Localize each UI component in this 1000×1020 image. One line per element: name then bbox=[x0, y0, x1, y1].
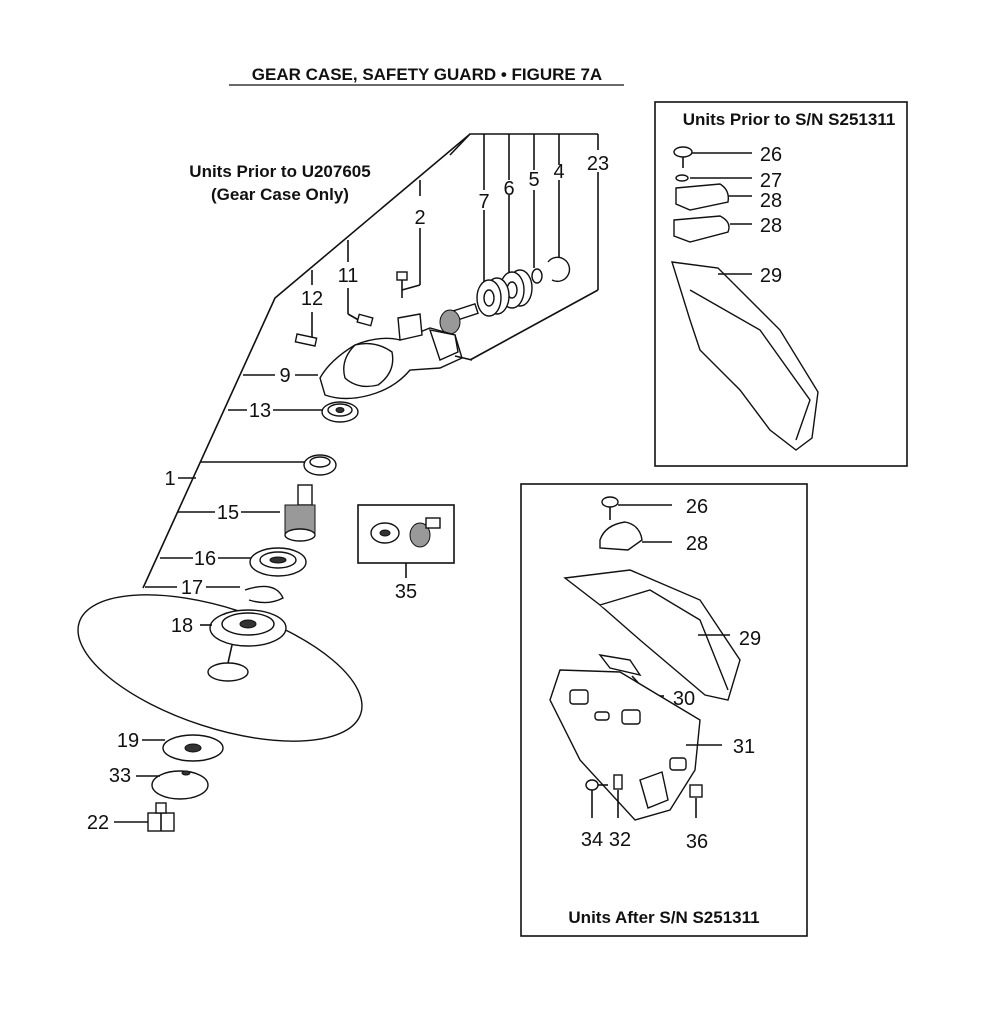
label-35: 35 bbox=[395, 581, 417, 603]
bearing-16 bbox=[249, 547, 307, 577]
washer-5 bbox=[531, 268, 543, 284]
label-1: 1 bbox=[164, 468, 175, 490]
label-7: 7 bbox=[478, 191, 489, 213]
label-22: 22 bbox=[87, 812, 109, 834]
inset-prior: Units Prior to S/N S251311 26 27 28 28 2… bbox=[654, 101, 908, 467]
kit-35: 35 bbox=[357, 504, 455, 603]
pinion-gear bbox=[439, 302, 479, 335]
label-33: 33 bbox=[109, 765, 131, 787]
label-after-36: 36 bbox=[686, 831, 708, 853]
label-after-32: 32 bbox=[609, 829, 631, 851]
inset-after-title: Units After S/N S251311 bbox=[568, 908, 759, 927]
output-shaft-15 bbox=[284, 484, 316, 542]
seal-1 bbox=[303, 454, 337, 476]
label-9: 9 bbox=[279, 365, 290, 387]
label-4: 4 bbox=[553, 161, 564, 183]
label-after-28: 28 bbox=[686, 533, 708, 555]
label-2: 2 bbox=[414, 207, 425, 229]
inset-prior-title: Units Prior to S/N S251311 bbox=[683, 110, 896, 129]
gear-case-assembly bbox=[77, 256, 571, 832]
label-13: 13 bbox=[249, 400, 271, 422]
label-12: 12 bbox=[301, 288, 323, 310]
label-prior-27: 27 bbox=[760, 170, 782, 192]
seal-13 bbox=[321, 401, 359, 423]
label-11: 11 bbox=[338, 265, 359, 287]
label-after-30: 30 bbox=[673, 688, 695, 710]
figure-title: GEAR CASE, SAFETY GUARD • FIGURE 7A bbox=[252, 65, 602, 84]
inset-after: Units After S/N S251311 26 28 29 bbox=[520, 483, 808, 937]
label-23: 23 bbox=[587, 153, 609, 175]
screw-11 bbox=[356, 313, 374, 327]
circlip-4 bbox=[547, 256, 571, 283]
label-19: 19 bbox=[117, 730, 139, 752]
blade bbox=[77, 594, 363, 742]
label-15: 15 bbox=[217, 502, 239, 524]
label-5: 5 bbox=[528, 169, 539, 191]
washer-19 bbox=[162, 734, 224, 762]
snap-ring-17 bbox=[244, 585, 284, 604]
label-17: 17 bbox=[181, 577, 203, 599]
cup-33 bbox=[151, 770, 209, 800]
gear-case-9 bbox=[319, 313, 473, 400]
label-16: 16 bbox=[194, 548, 216, 570]
label-6: 6 bbox=[503, 178, 514, 200]
label-after-29: 29 bbox=[739, 628, 761, 650]
blade-holder-18 bbox=[209, 609, 287, 647]
bearing-7 bbox=[476, 277, 510, 317]
label-18: 18 bbox=[171, 615, 193, 637]
nut-22 bbox=[147, 802, 175, 832]
gear-case-note-line1: Units Prior to U207605 bbox=[189, 162, 370, 181]
label-prior-28b: 28 bbox=[760, 215, 782, 237]
label-after-31: 31 bbox=[733, 736, 755, 758]
label-prior-29: 29 bbox=[760, 265, 782, 287]
gear-case-note-line2: (Gear Case Only) bbox=[211, 185, 349, 204]
label-after-34: 34 bbox=[581, 829, 603, 851]
screw-12 bbox=[294, 333, 318, 347]
bolt-2 bbox=[396, 271, 408, 298]
label-prior-26: 26 bbox=[760, 144, 782, 166]
label-after-26: 26 bbox=[686, 496, 708, 518]
main-labels: 23 4 5 6 7 2 11 12 9 13 1 15 16 17 18 19… bbox=[87, 153, 609, 834]
label-prior-28a: 28 bbox=[760, 190, 782, 212]
